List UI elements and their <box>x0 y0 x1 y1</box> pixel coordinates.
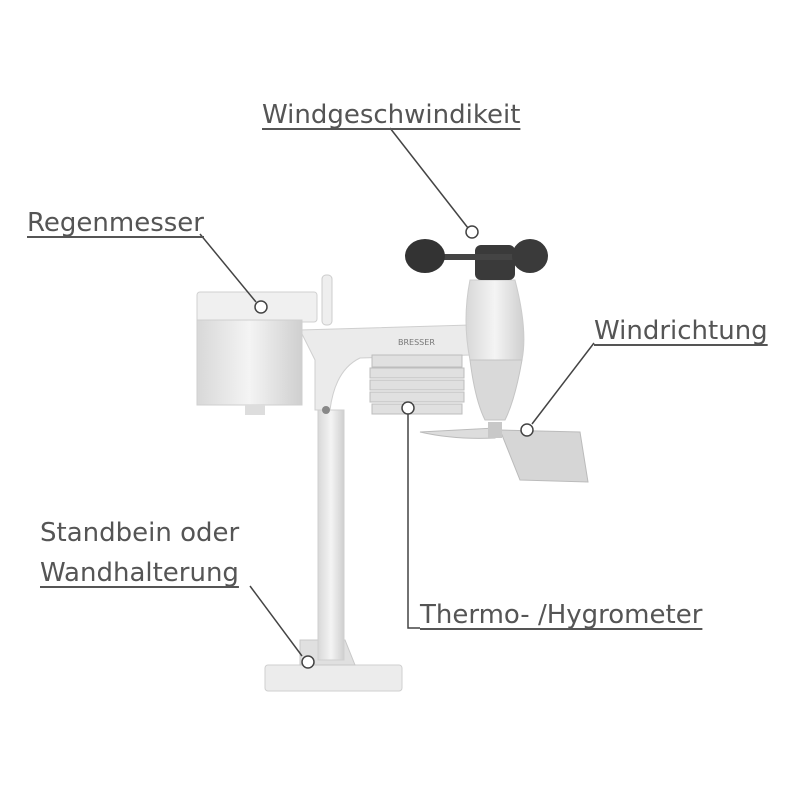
label-wind-speed: Windgeschwindikeit <box>262 100 521 130</box>
pointer-rain-gauge <box>254 300 268 314</box>
pointer-wind-direction <box>520 423 534 437</box>
pointer-thermo <box>401 401 415 415</box>
wind-vane <box>419 422 589 483</box>
brand-logo: BRESSER <box>398 338 435 347</box>
leader-lines <box>199 127 595 669</box>
anemometer <box>405 239 548 421</box>
label-thermo-hygro: Thermo- /Hygrometer <box>420 600 703 630</box>
pole <box>317 409 345 661</box>
label-stand-line2: Wandhalterung <box>40 558 239 588</box>
rain-gauge <box>196 291 318 415</box>
pointer-stand <box>301 655 315 669</box>
pointer-wind-speed <box>465 225 479 239</box>
label-stand-line1: Standbein oder <box>40 518 240 548</box>
label-rain-gauge: Regenmesser <box>27 208 204 238</box>
thermo-hygro-shield <box>369 354 465 415</box>
label-wind-direction: Windrichtung <box>594 316 768 346</box>
